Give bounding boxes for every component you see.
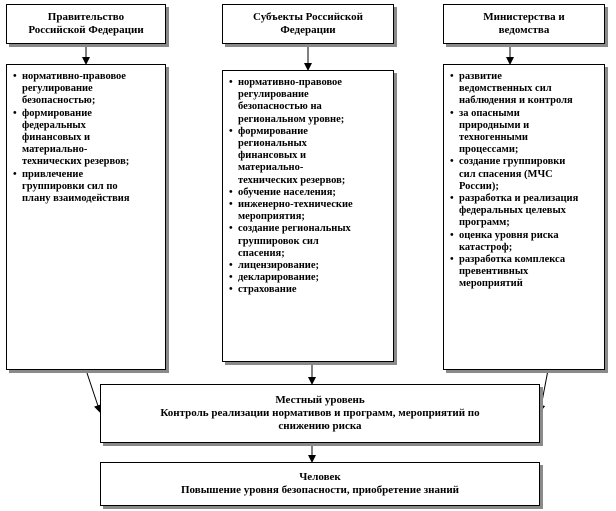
column-title: Правительство Российской Федерации (28, 11, 144, 36)
column-list-ministries: развитие ведомственных сил наблюдения и … (443, 64, 605, 370)
list-item: развитие ведомственных сил наблюдения и … (450, 71, 598, 108)
list-item: создание региональных группировок сил сп… (229, 223, 387, 260)
column-header-regions: Субъекты Российской Федерации (222, 4, 394, 44)
person-text: Повышение уровня безопасности, приобрете… (180, 484, 460, 496)
column-header-government: Правительство Российской Федерации (6, 4, 166, 44)
list-item: нормативно-правовое регулирование безопа… (229, 77, 387, 126)
list-item: нормативно-правовое регулирование безопа… (13, 71, 159, 108)
column-header-ministries: Министерства и ведомства (443, 4, 605, 44)
list-item: инженерно-технические мероприятия; (229, 199, 387, 223)
list-item: оценка уровня риска катастроф; (450, 230, 598, 254)
list-item: разработка комплекса превентивных меропр… (450, 254, 598, 291)
column-list-regions: нормативно-правовое регулирование безопа… (222, 70, 394, 362)
local-level-box: Местный уровень Контроль реализации норм… (100, 384, 540, 443)
list-item: декларирование; (229, 272, 387, 284)
list-item: страхование (229, 284, 387, 296)
person-box: Человек Повышение уровня безопасности, п… (100, 462, 540, 506)
list-item: за опасными природными и техногенными пр… (450, 108, 598, 157)
list-item: создание группировки сил спасения (МЧС Р… (450, 156, 598, 193)
arrow-col3-to-local (537, 369, 549, 413)
arrow-col1-to-local (85, 369, 102, 413)
person-title: Человек (299, 471, 341, 483)
column-list-government: нормативно-правовое регулирование безопа… (6, 64, 166, 370)
list-item: разработка и реализация федеральных целе… (450, 193, 598, 230)
local-level-text: Контроль реализации нормативов и програм… (160, 407, 480, 432)
list-item: формирование федеральных финансовых и ма… (13, 108, 159, 169)
column-title: Субъекты Российской Федерации (253, 11, 363, 36)
list-item: лицензирование; (229, 260, 387, 272)
local-level-title: Местный уровень (275, 394, 365, 406)
list-item: привлечение группировки сил по плану вза… (13, 169, 159, 206)
list-item: обучение населения; (229, 187, 387, 199)
list-item: формирование региональных финансовых и м… (229, 126, 387, 187)
column-title: Министерства и ведомства (483, 11, 565, 36)
